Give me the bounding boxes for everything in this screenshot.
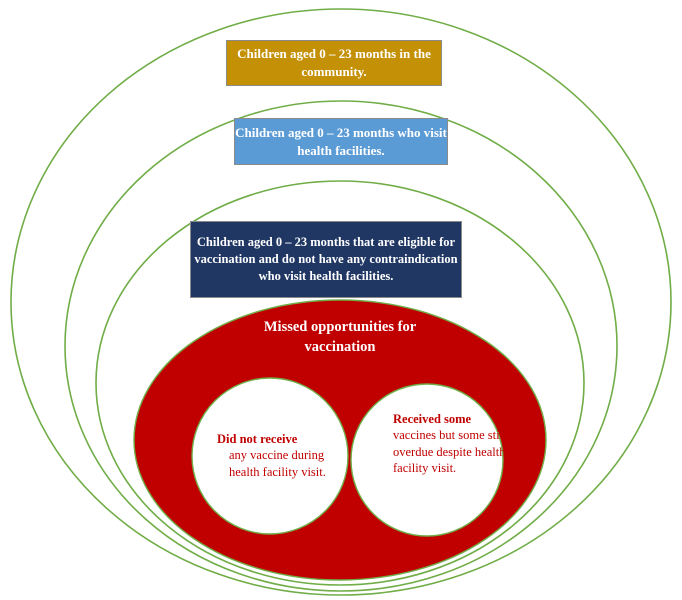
received-some-circle [350, 383, 504, 537]
eligible-label-box: Children aged 0 – 23 months that are eli… [190, 221, 462, 298]
health-facility-ring [64, 100, 618, 592]
community-ring [10, 8, 672, 596]
did-not-receive-detail: any vaccine during health facility visit… [229, 448, 326, 479]
community-label-box: Children aged 0 – 23 months in the commu… [226, 40, 442, 86]
eligible-label: Children aged 0 – 23 months that are eli… [194, 235, 458, 283]
missed-opportunities-title: Missed opportunities for vaccination [263, 319, 417, 355]
received-some-text: Received some vaccines but some still ov… [393, 411, 513, 476]
community-label: Children aged 0 – 23 months in the commu… [237, 46, 431, 79]
did-not-receive-text: Did not receive any vaccine during healt… [217, 431, 347, 480]
facility-visitors-label: Children aged 0 – 23 months who visit he… [235, 124, 447, 158]
did-not-receive-circle [191, 377, 349, 535]
received-some-detail: vaccines but some still overdue despite … [393, 428, 507, 475]
eligible-ring [95, 180, 585, 586]
facility-visitors-label-box: Children aged 0 – 23 months who visit he… [234, 118, 448, 165]
did-not-receive-lead: Did not receive [217, 432, 298, 446]
received-some-lead: Received some [393, 412, 472, 426]
